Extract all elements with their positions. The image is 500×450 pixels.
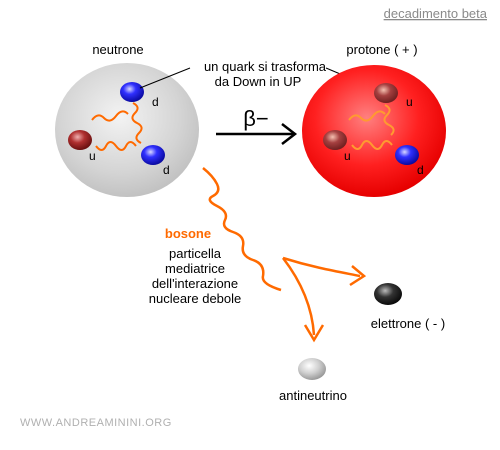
- boson-desc-line: dell'interazione: [152, 276, 238, 291]
- gluon-wave: [91, 110, 129, 122]
- boson-label: bosone: [165, 226, 211, 241]
- antineutrino-particle: [298, 358, 326, 380]
- quark-label: d: [163, 163, 170, 177]
- watermark: WWW.ANDREAMININI.ORG: [20, 417, 172, 429]
- neutron-label: neutrone: [92, 42, 143, 57]
- electron-path: [282, 256, 361, 278]
- boson-desc-line: particella: [169, 246, 222, 261]
- electron-arrowhead: [349, 265, 367, 287]
- boson-desc-line: mediatrice: [165, 261, 225, 276]
- proton-body: [302, 65, 446, 197]
- down-quark: [120, 82, 144, 102]
- electron-label: elettrone ( - ): [371, 316, 445, 331]
- antineutrino-label: antineutrino: [279, 388, 347, 403]
- down-quark: [395, 145, 419, 165]
- quark-label: u: [89, 149, 96, 163]
- quark-label: d: [152, 95, 159, 109]
- antineutrino-arrowhead: [303, 324, 325, 343]
- up-quark: [68, 130, 92, 150]
- gluon-wave: [383, 104, 395, 136]
- proton-label: protone ( + ): [346, 42, 417, 57]
- quark-label: d: [417, 163, 424, 177]
- gluon-wave: [131, 102, 143, 144]
- page-title: decadimento beta: [384, 6, 488, 21]
- quark-note-line1: un quark si trasforma: [204, 59, 327, 74]
- gluon-wave: [95, 141, 137, 151]
- gluon-wave: [348, 110, 386, 122]
- antineutrino-path: [282, 257, 316, 336]
- boson-desc-line: nucleare debole: [149, 291, 242, 306]
- gluon-wave: [351, 140, 393, 150]
- quark-label: u: [406, 95, 413, 109]
- electron-particle: [374, 283, 402, 305]
- pointer-line: [139, 67, 191, 89]
- down-quark: [141, 145, 165, 165]
- up-quark: [374, 83, 398, 103]
- neutron-body: [55, 63, 199, 197]
- up-quark: [323, 130, 347, 150]
- boson-wave: [202, 167, 282, 292]
- beta-minus-symbol: β−: [243, 106, 269, 131]
- quark-label: u: [344, 149, 351, 163]
- reaction-arrow-head: [281, 123, 298, 145]
- quark-note-line2: da Down in UP: [215, 74, 302, 89]
